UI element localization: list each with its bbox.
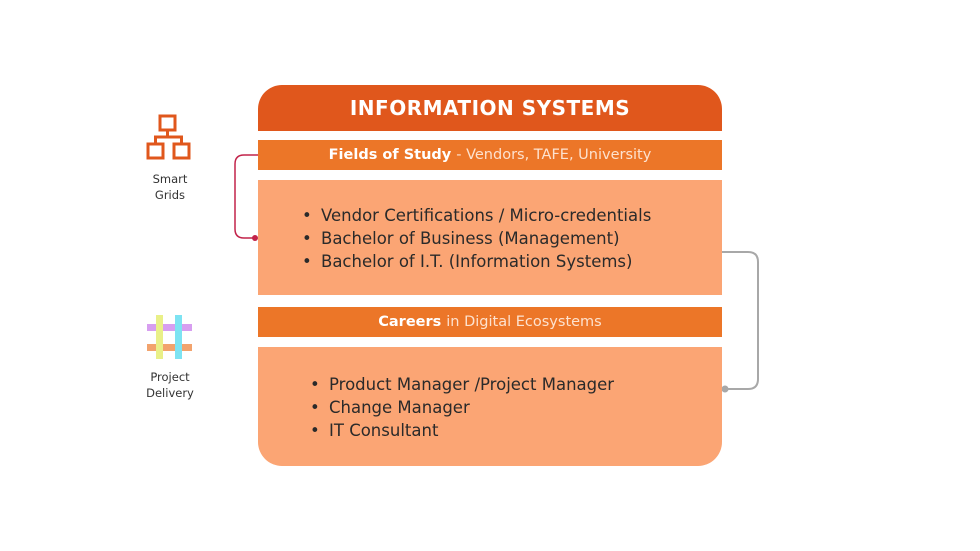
connector-right-dot	[721, 385, 729, 393]
list-item: •Product Manager /Project Manager	[310, 375, 615, 394]
fields-list: •Vendor Certifications / Micro-credentia…	[302, 204, 651, 273]
list-item: •Change Manager	[310, 398, 470, 417]
careers-list: •Product Manager /Project Manager •Chang…	[310, 373, 614, 442]
project-delivery-label: Project Delivery	[146, 370, 194, 400]
connector-smart-grids	[234, 154, 258, 239]
fields-band-strong: Fields of Study	[328, 147, 452, 163]
hierarchy-icon	[146, 114, 191, 160]
information-systems-card: INFORMATION SYSTEMS Fields of Study - Ve…	[258, 85, 722, 466]
bullet: •	[310, 398, 320, 417]
card-title: INFORMATION SYSTEMS	[258, 85, 722, 131]
fields-of-study-panel: •Vendor Certifications / Micro-credentia…	[258, 180, 722, 295]
fields-band-light: - Vendors, TAFE, University	[456, 147, 652, 163]
careers-band: Careers in Digital Ecosystems	[258, 307, 722, 337]
fields-of-study-band: Fields of Study - Vendors, TAFE, Univers…	[258, 140, 722, 170]
list-item: •Bachelor of I.T. (Information Systems)	[302, 252, 633, 271]
connector-smart-grids-dot	[252, 235, 258, 241]
list-item: •IT Consultant	[310, 421, 439, 440]
careers-band-light: in Digital Ecosystems	[446, 314, 602, 330]
bullet: •	[302, 206, 312, 225]
connector-right	[722, 251, 759, 390]
hashtag-icon	[147, 315, 192, 359]
list-item: •Vendor Certifications / Micro-credentia…	[302, 206, 652, 225]
bullet: •	[302, 252, 312, 271]
bullet: •	[302, 229, 312, 248]
careers-panel: •Product Manager /Project Manager •Chang…	[258, 347, 722, 466]
smart-grids-label: Smart Grids	[152, 172, 188, 202]
bullet: •	[310, 375, 320, 394]
careers-band-strong: Careers	[378, 314, 442, 330]
bullet: •	[310, 421, 320, 440]
list-item: •Bachelor of Business (Management)	[302, 229, 620, 248]
